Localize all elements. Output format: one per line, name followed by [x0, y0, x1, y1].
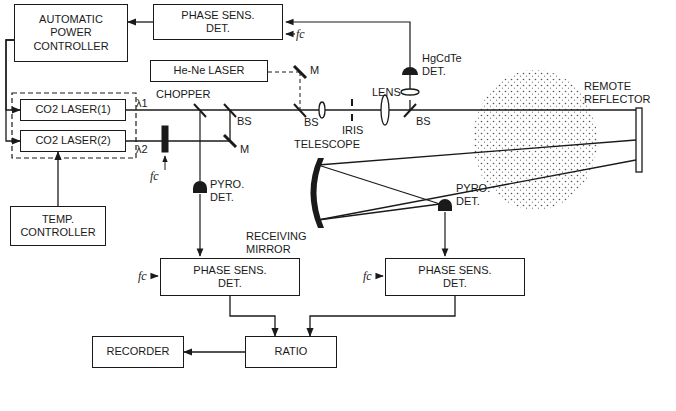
signal-wire-part	[377, 275, 383, 276]
part-label: BS	[304, 116, 319, 129]
part-label: LENS	[372, 86, 401, 99]
detector-label: PYRO. DET.	[210, 178, 250, 203]
node-label: He-Ne LASER	[174, 64, 245, 77]
wavelength-label: λ2	[136, 143, 148, 156]
signal-wire-part	[286, 33, 295, 34]
laser-beam-part	[126, 140, 230, 141]
laser-box: CO2 LASER(2)	[20, 130, 126, 152]
laser-box: He-Ne LASER	[150, 60, 268, 82]
part-label: M	[310, 64, 319, 77]
part-label: REMOTE REFLECTOR	[584, 80, 656, 105]
signal-wire-part	[152, 275, 158, 276]
detector-box: PHASE SENS. DET.	[160, 258, 300, 296]
laser-enclosure-part	[12, 93, 136, 158]
signal-connector	[230, 296, 275, 336]
signal-connector	[128, 21, 153, 22]
part-label: BS	[237, 115, 252, 128]
mirror-part	[224, 135, 236, 147]
node-label: PHASE SENS. DET.	[190, 264, 270, 290]
iris	[351, 99, 353, 121]
part-label: BS	[416, 115, 431, 128]
iris-part	[351, 114, 353, 121]
pyro-detector-part	[438, 199, 452, 211]
part-label: RECEIVING MIRROR	[246, 230, 316, 255]
alignment-beam-part	[300, 72, 301, 110]
signal-wire-part	[199, 112, 200, 181]
node-label: CO2 LASER(2)	[35, 134, 110, 147]
signal-connector	[310, 296, 455, 336]
part-label: CHOPPER	[156, 88, 210, 101]
detector-box: PHASE SENS. DET.	[153, 4, 283, 40]
beam-splitter-part	[404, 104, 416, 117]
node-label: RECORDER	[107, 345, 170, 358]
laser-beam-part	[318, 140, 636, 165]
scatter-cloud-part	[473, 70, 597, 210]
receiving-mirror-part	[311, 158, 325, 228]
beam-splitter-part	[224, 104, 236, 117]
alignment-beam-part	[268, 72, 300, 73]
signal-connector	[184, 351, 245, 352]
detector-label: PYRO. DET.	[456, 182, 496, 207]
telescope-part	[319, 102, 325, 118]
signal-connector	[57, 152, 58, 206]
laser-box: CO2 LASER(1)	[20, 99, 126, 121]
laser-beam-part	[318, 165, 440, 204]
signal-name: fc	[138, 270, 147, 284]
chopper-part	[162, 126, 168, 152]
wavelength-label: λ1	[136, 97, 148, 110]
laser-beam-part	[409, 100, 410, 110]
detector-box: PHASE SENS. DET.	[385, 258, 525, 296]
detector-lens-part	[401, 89, 419, 95]
detector-lens	[401, 75, 419, 95]
mirror-part	[294, 66, 306, 78]
signal-name: fc	[150, 170, 159, 184]
node-label: RATIO	[275, 345, 308, 358]
detector-label: HgCdTe DET.	[422, 52, 472, 77]
chopper-part	[165, 156, 166, 170]
laser-beam-part	[229, 110, 230, 141]
hgcdte-detector-part	[402, 67, 418, 75]
iris-part	[351, 99, 353, 106]
ratio-box: RATIO	[245, 336, 337, 368]
chopper	[162, 126, 168, 170]
part-label: M	[240, 143, 249, 156]
pyro-detector-part	[193, 181, 207, 193]
node-label: CO2 LASER(1)	[35, 103, 110, 116]
laser-beam-part	[318, 160, 636, 220]
signal-wire-part	[286, 22, 410, 67]
signal-name: fc	[363, 270, 372, 284]
controller-box: AUTOMATIC POWER CONTROLLER	[14, 4, 128, 62]
detector-lens-part	[409, 75, 410, 89]
remote-reflector-part	[636, 108, 642, 172]
signal-wire-part	[444, 212, 445, 256]
signal-wire-part	[199, 194, 200, 256]
node-label: PHASE SENS. DET.	[178, 9, 258, 35]
node-label: PHASE SENS. DET.	[415, 264, 495, 290]
laser-beam-part	[318, 204, 440, 220]
beam-splitter-part	[294, 104, 306, 117]
scatter-cloud	[473, 70, 597, 210]
node-label: TEMP. CONTROLLER	[18, 213, 98, 239]
recorder-box: RECORDER	[92, 336, 184, 368]
remote-reflector	[636, 108, 642, 172]
receiving-mirror	[311, 158, 325, 228]
hgcdte-detector	[402, 67, 418, 75]
controller-box: TEMP. CONTROLLER	[10, 206, 106, 246]
telescope-part	[381, 95, 389, 125]
telescope	[319, 95, 389, 125]
part-label: TELESCOPE	[294, 138, 360, 151]
part-label: IRIS	[342, 124, 363, 137]
signal-name: fc	[296, 28, 305, 42]
laser-enclosure	[12, 93, 136, 158]
node-label: AUTOMATIC POWER CONTROLLER	[29, 13, 113, 53]
